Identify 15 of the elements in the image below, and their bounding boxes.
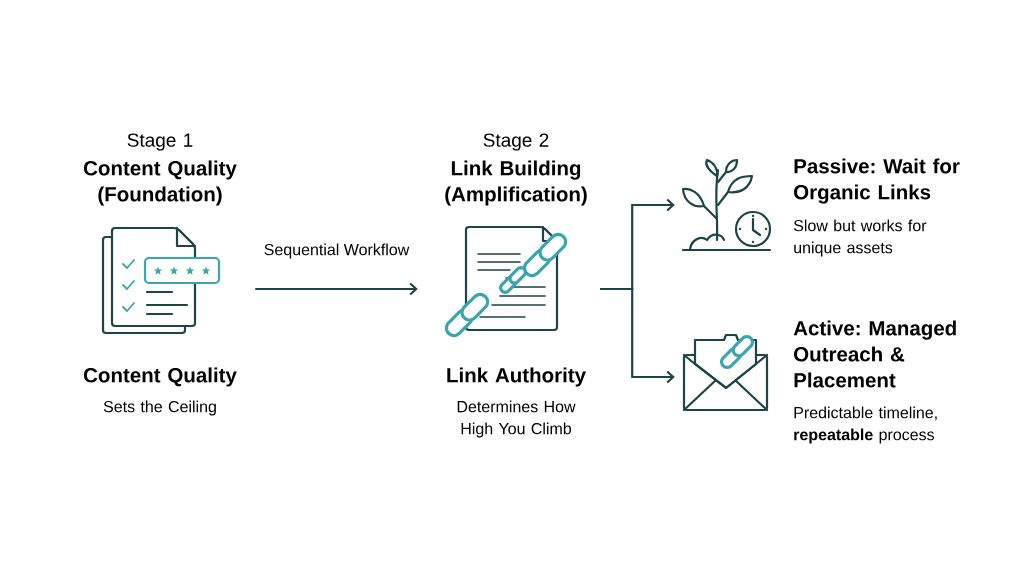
arrow <box>600 287 675 384</box>
result-description: Determines How High You Climb <box>457 400 576 438</box>
edge-label: Sequential Workflow <box>261 241 412 261</box>
option-description: Predictable timeline, repeatable process <box>794 406 937 444</box>
stage-title: Content Quality (Foundation) <box>84 160 237 206</box>
result-title: Link Authority <box>447 367 586 387</box>
arrow <box>255 282 418 296</box>
result-description: Sets the Ceiling <box>103 400 216 416</box>
stage-title: Link Building (Amplification) <box>445 160 587 206</box>
option-title: Passive: Wait for Organic Links <box>794 158 960 204</box>
option-description: Slow but works for unique assets <box>793 219 927 257</box>
stage-label: Stage 2 <box>483 133 549 151</box>
option-title: Active: Managed Outreach & Placement <box>793 320 956 388</box>
result-title: Content Quality <box>84 367 237 387</box>
stage-label: Stage 1 <box>127 133 193 151</box>
